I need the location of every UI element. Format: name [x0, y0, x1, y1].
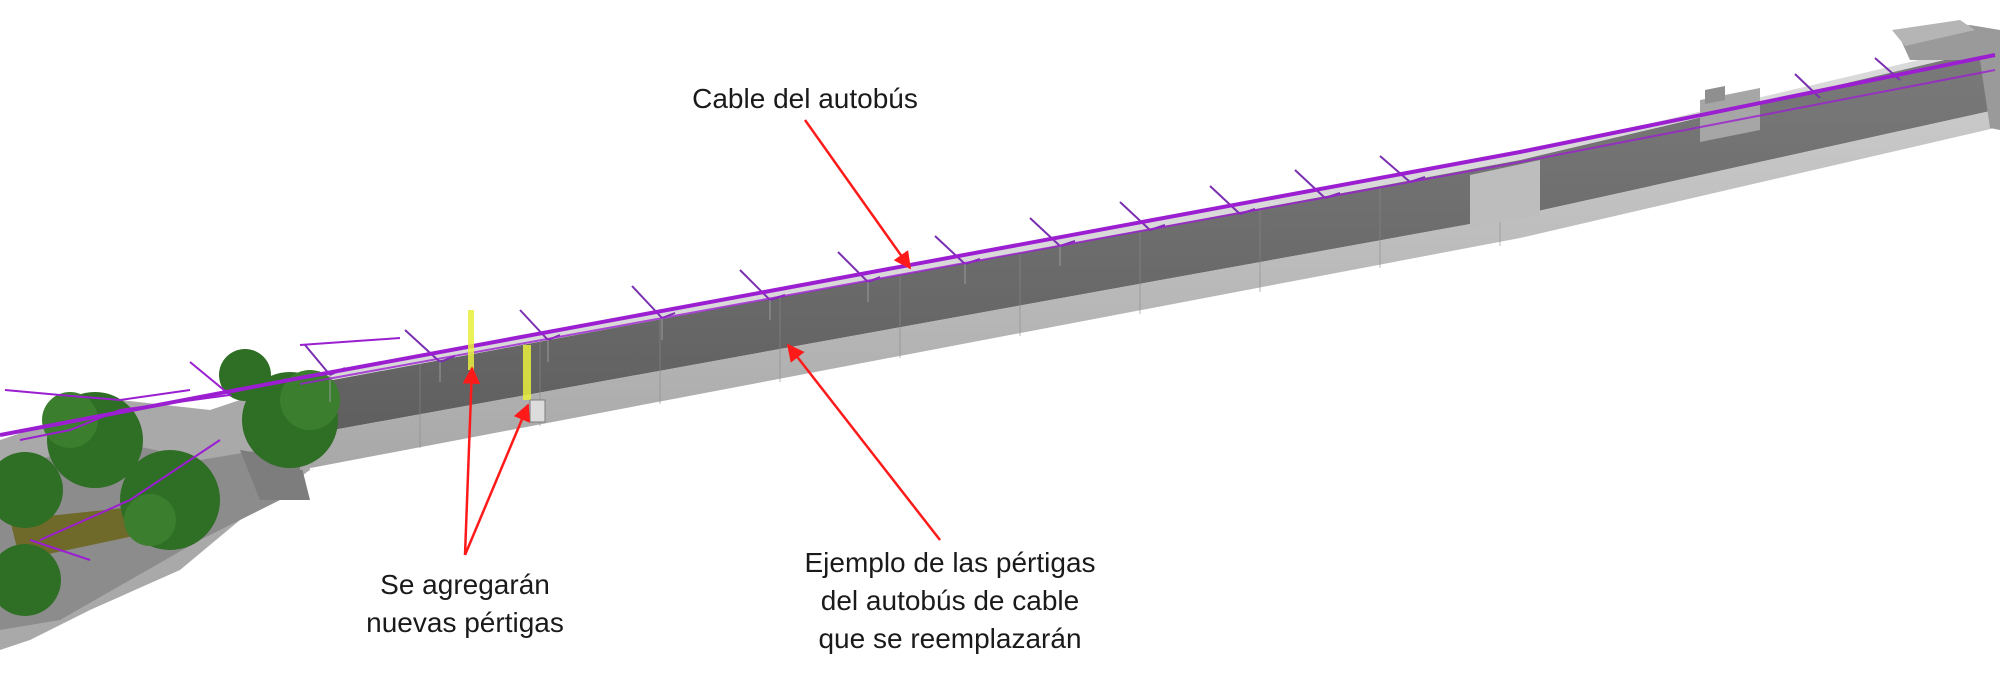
arrow-bus-cable — [803, 119, 912, 270]
replaced-poles-label: Ejemplo de las pértigas del autobús de c… — [770, 544, 1130, 658]
bus-cable — [0, 53, 1996, 437]
new-poles-label: Se agregarán nuevas pértigas — [330, 566, 600, 642]
arrow-new-pole-1 — [462, 366, 481, 556]
new-pole-cabinet — [529, 399, 546, 423]
new-poles — [468, 310, 531, 400]
arrow-new-pole-2 — [463, 403, 530, 556]
existing-poles — [304, 57, 1901, 376]
replaced-poles-label-line-2: del autobús de cable — [820, 585, 1080, 616]
replaced-poles-label-line-3: que se reemplazarán — [818, 623, 1082, 654]
new-poles-label-line-2: nuevas pértigas — [366, 607, 564, 638]
callout-arrows — [462, 119, 941, 556]
bus-cable-label: Cable del autobús — [640, 80, 970, 118]
replaced-poles-label-line-1: Ejemplo de las pértigas — [804, 547, 1096, 578]
bus-cable-label-text: Cable del autobús — [692, 83, 918, 114]
main-wall — [300, 20, 2000, 470]
new-poles-label-line-1: Se agregarán — [380, 569, 550, 600]
arrow-replaced-poles — [786, 343, 941, 541]
left-overhead-wires — [4, 337, 401, 561]
